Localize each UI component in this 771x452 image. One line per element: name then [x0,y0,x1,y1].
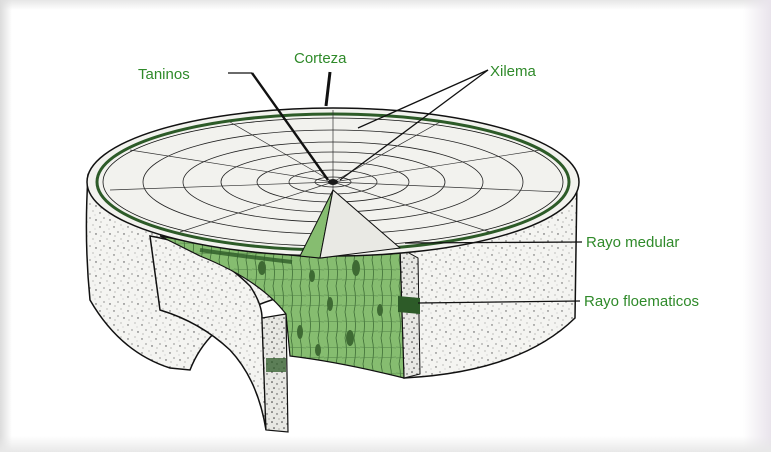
label-rayo-medular: Rayo medular [586,234,679,251]
label-corteza: Corteza [294,50,347,67]
pith [328,179,338,185]
peeled-bark-edge [262,314,288,432]
flap-phloem-mark [266,358,286,372]
phloem-ray-band [398,296,420,314]
label-rayo-floematicos: Rayo floematicos [584,293,699,310]
label-taninos: Taninos [138,66,190,83]
label-xilema: Xilema [490,63,537,80]
